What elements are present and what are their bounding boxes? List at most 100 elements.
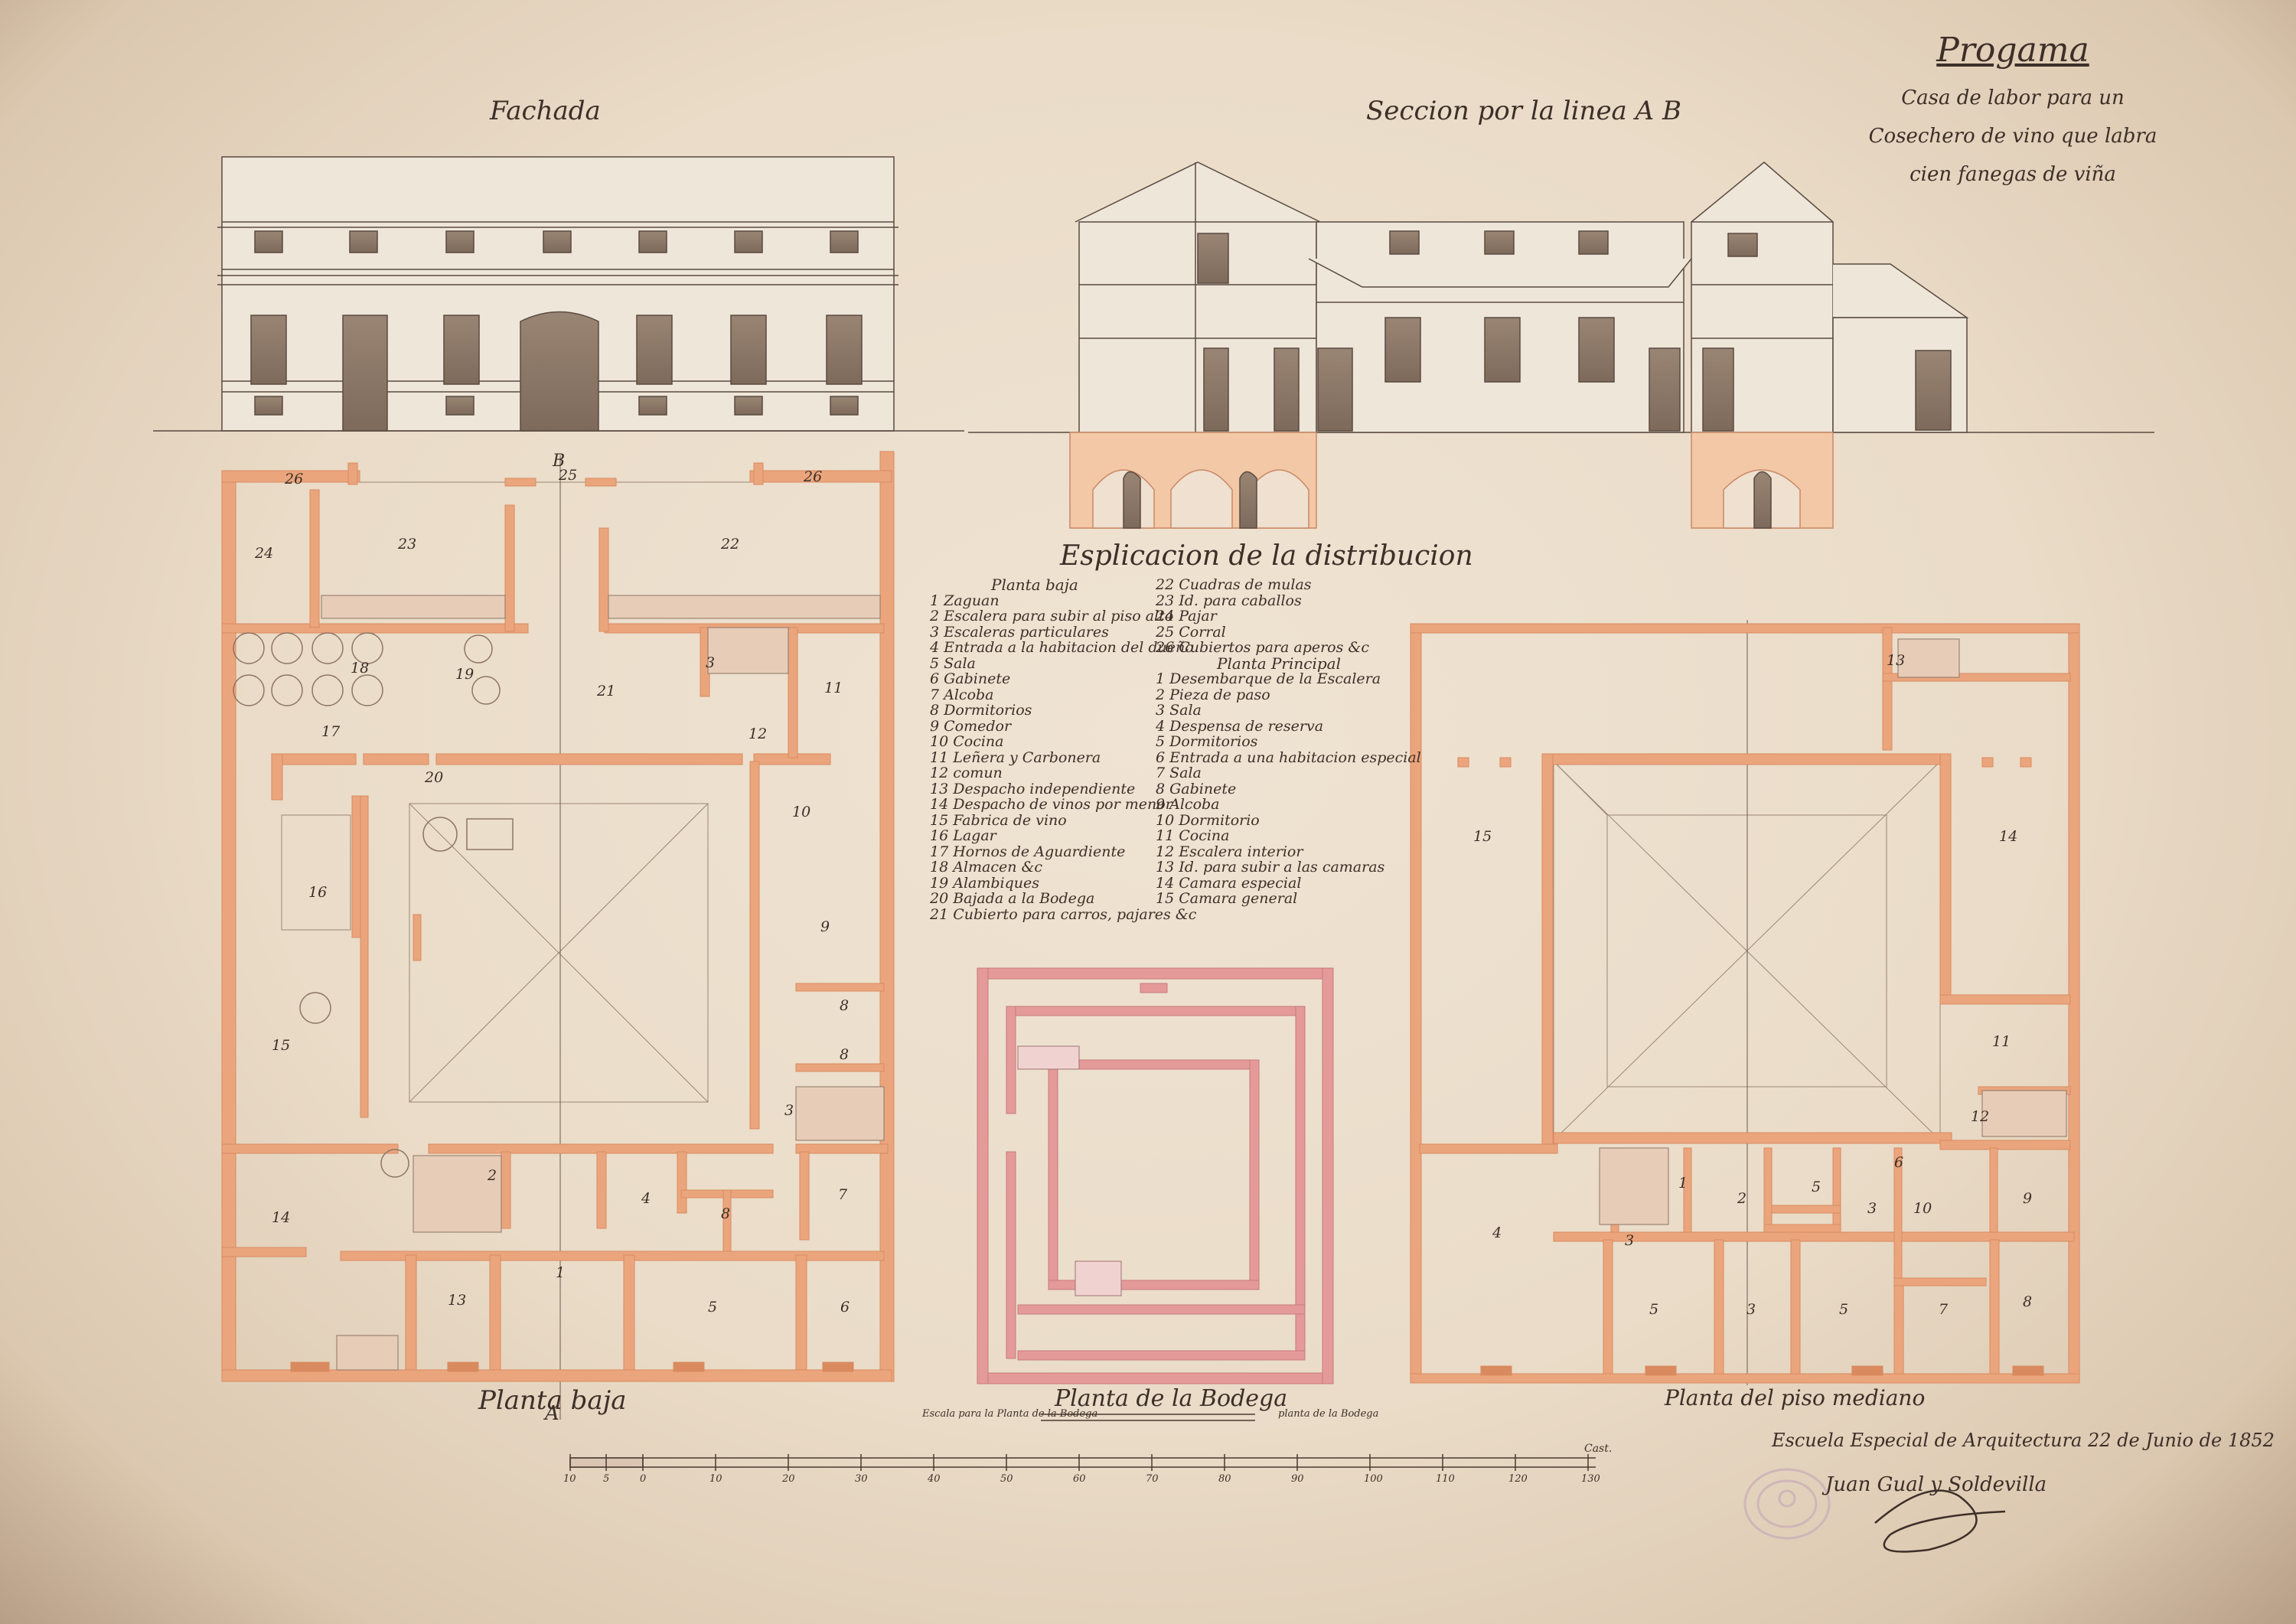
legend-item: 6 Gabinete: [930, 670, 1011, 687]
scale-left-label: Escala para la Planta de la Bodega: [922, 1408, 1098, 1420]
title-block: Progama Casa de labor para un Cosechero …: [1852, 31, 2174, 194]
room-number: 18: [351, 660, 370, 677]
ground-floor-plan: [221, 451, 895, 1420]
legend-item: 8 Gabinete: [1156, 780, 1237, 797]
room-number: 19: [455, 666, 475, 683]
facade-label: Fachada: [490, 96, 601, 126]
room-number: 5: [708, 1299, 718, 1316]
legend-item: 21 Cubierto para carros, pajares &c: [930, 905, 1197, 923]
legend-item: 15 Fabrica de vino: [930, 811, 1067, 829]
room-number: 10: [792, 804, 811, 820]
scale-tick-label: 10: [563, 1473, 576, 1485]
room-number: 6: [1894, 1154, 1904, 1171]
room-number: 1: [1678, 1175, 1688, 1192]
room-number: 13: [1887, 652, 1906, 669]
section-marker-a: A: [545, 1402, 559, 1425]
legend-ground-floor: Planta baja 1 Zaguan 2 Escalera para sub…: [930, 577, 1196, 922]
main-floor-label: Planta del piso mediano: [1665, 1385, 1926, 1410]
legend-item: 10 Cocina: [930, 733, 1004, 750]
room-number: 13: [448, 1292, 467, 1309]
legend-item: 12 comun: [930, 765, 1003, 781]
scale-tick-label: 120: [1508, 1473, 1528, 1485]
room-number: 4: [641, 1190, 651, 1207]
program-title: Progama: [1936, 31, 2089, 70]
legend-item: 18 Almacen &c: [930, 859, 1043, 876]
scale-tick-label: 10: [709, 1473, 722, 1485]
room-number: 6: [840, 1299, 850, 1316]
legend-item: 7 Sala: [1156, 765, 1202, 781]
legend-item: 13 Despacho independiente: [930, 780, 1136, 797]
legend-item: 22 Cuadras de mulas: [1156, 576, 1312, 593]
room-number: 2: [1737, 1190, 1747, 1207]
room-number: 25: [559, 467, 578, 484]
scale-cellar-note: planta de la Bodega: [1278, 1408, 1379, 1420]
room-number: 8: [721, 1205, 731, 1222]
legend-item: 14 Despacho de vinos por menor: [930, 796, 1172, 813]
room-number: 9: [2023, 1190, 2033, 1207]
seal-stamp: [1743, 1468, 1831, 1540]
legend-ground-heading: Planta baja: [991, 576, 1078, 594]
legend-item: 24 Pajar: [1156, 608, 1217, 624]
room-number: 3: [1867, 1200, 1877, 1217]
legend-item: 25 Corral: [1156, 623, 1226, 641]
legend-item: 4 Despensa de reserva: [1156, 717, 1324, 735]
legend-item: 8 Dormitorios: [930, 702, 1032, 719]
scale-tick-label: 30: [855, 1473, 868, 1485]
room-number: 15: [1473, 828, 1492, 845]
section-label: Seccion por la linea A B: [1366, 96, 1681, 126]
scale-tick-label: 60: [1073, 1473, 1086, 1485]
scale-tick-label: 0: [640, 1473, 647, 1485]
signature-flourish: [1874, 1489, 2006, 1553]
room-number: 21: [597, 683, 616, 699]
legend-item: 12 Escalera interior: [1156, 843, 1303, 860]
room-number: 9: [820, 918, 830, 935]
room-number: 24: [255, 545, 274, 562]
room-number: 14: [272, 1209, 291, 1226]
room-number: 26: [285, 471, 304, 488]
section-marker-b: B: [553, 452, 566, 471]
room-number: 14: [1999, 828, 2018, 845]
legend-item: 16 Lagar: [930, 827, 996, 844]
room-number: 26: [804, 468, 823, 485]
legend-item: 11 Leñera y Carbonera: [930, 748, 1101, 766]
room-number: 8: [840, 997, 850, 1014]
room-number: 22: [721, 536, 740, 553]
room-number: 20: [425, 769, 444, 786]
room-number: 12: [748, 726, 768, 742]
room-number: 16: [308, 884, 328, 901]
room-number: 4: [1492, 1225, 1502, 1241]
legend-item: 1 Zaguan: [930, 592, 1000, 609]
school-date-line: Escuela Especial de Arquitectura 22 de J…: [1772, 1430, 2275, 1451]
legend-item: 1 Desembarque de la Escalera: [1156, 670, 1381, 687]
scale-tick-label: 50: [1000, 1473, 1013, 1485]
room-number: 5: [1812, 1179, 1821, 1195]
room-number: 5: [1839, 1301, 1849, 1318]
cellar-label: Planta de la Bodega: [1055, 1385, 1288, 1412]
legend-item: 20 Bajada a la Bodega: [930, 890, 1095, 907]
scale-tick-label: 100: [1364, 1473, 1383, 1485]
room-number: 8: [840, 1046, 850, 1063]
room-number: 11: [824, 680, 843, 696]
scale-tick-label: 40: [928, 1473, 941, 1485]
scale-tick-label: 130: [1581, 1473, 1600, 1485]
room-number: 3: [706, 654, 716, 671]
legend-main-heading: Planta Principal: [1217, 654, 1341, 673]
scale-tick-label: 110: [1436, 1473, 1455, 1485]
room-number: 7: [1939, 1301, 1949, 1318]
legend-item: 10 Dormitorio: [1156, 811, 1260, 829]
facade-elevation: [153, 156, 964, 432]
room-number: 23: [398, 536, 417, 553]
legend-item: 7 Alcoba: [930, 686, 994, 703]
legend-item: 17 Hornos de Aguardiente: [930, 843, 1126, 860]
room-number: 3: [1625, 1232, 1635, 1249]
legend-item: 15 Camara general: [1156, 890, 1298, 907]
legend-item: 2 Pieza de paso: [1156, 686, 1270, 703]
signature-name: Juan Gual y Soldevilla: [1825, 1473, 2047, 1496]
scale-tick-label: 80: [1218, 1473, 1231, 1485]
legend-item: 23 Id. para caballos: [1156, 592, 1302, 609]
legend-title: Esplicacion de la distribucion: [1060, 540, 1473, 572]
room-number: 11: [1992, 1033, 2011, 1050]
scale-bar: [569, 1414, 1596, 1471]
scale-unit-label: Cast.: [1584, 1443, 1613, 1455]
